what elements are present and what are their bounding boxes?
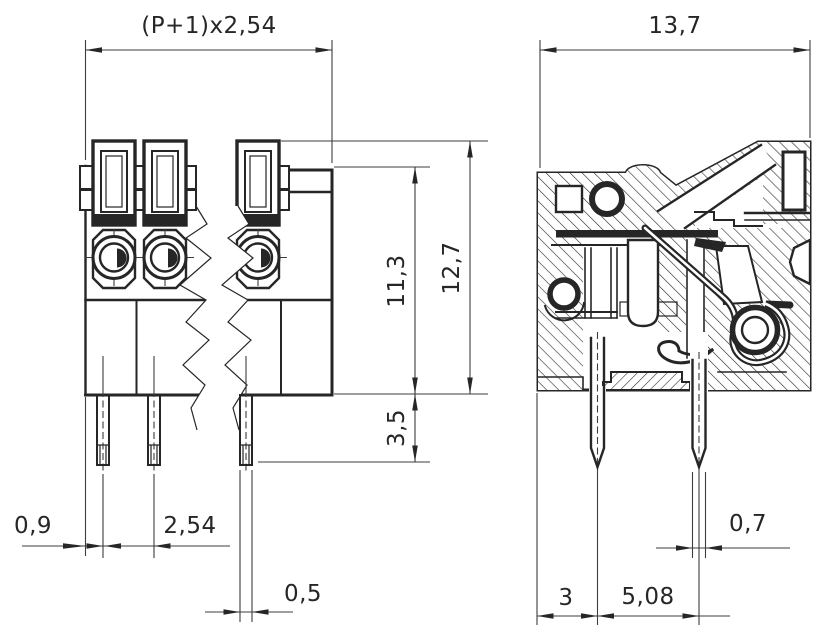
- dim-pin-length-label: 3,5: [384, 409, 410, 447]
- clamp-spring: [641, 224, 794, 367]
- front-view: [79, 139, 334, 558]
- dim-pin-width-side-label: 0,7: [729, 511, 767, 537]
- dim-body-height-label: 11,3: [384, 254, 410, 307]
- screw: [136, 228, 194, 290]
- dim-total-depth-label: 13,7: [648, 13, 701, 39]
- solder-pins-front: [96, 356, 253, 558]
- dim-side-pin-width: 0,7: [656, 511, 790, 551]
- dim-side-total-depth: 13,7: [539, 13, 811, 168]
- dim-front-pin-pitch: 2,54: [104, 513, 216, 549]
- wire-port: [91, 139, 137, 227]
- dim-pin-pitch-label: 2,54: [163, 513, 216, 539]
- pin: [147, 356, 161, 558]
- release-lever: [657, 340, 715, 365]
- wire-port: [142, 139, 188, 227]
- pin: [589, 332, 606, 625]
- pin: [239, 356, 253, 472]
- screw: [85, 228, 143, 290]
- dim-total-height-label: 12,7: [439, 241, 465, 294]
- dim-pin-row-spacing-label: 5,08: [621, 584, 674, 610]
- dim-front-edge-to-pin: 0,9: [14, 397, 230, 556]
- dim-edge-to-pin-row-label: 3: [558, 585, 573, 611]
- break-lines: [178, 205, 254, 431]
- dim-front-total-width: (P+1)x2,54: [84, 13, 333, 163]
- dim-front-pin-length: 3,5: [258, 394, 430, 463]
- dim-total-width-label: (P+1)x2,54: [141, 13, 277, 39]
- pin: [690, 332, 708, 625]
- dim-edge-to-pin-label: 0,9: [14, 513, 52, 539]
- wire-port: [235, 139, 281, 227]
- dim-front-total-height: 12,7: [281, 140, 488, 394]
- dim-side-pin-row-spacing: 5,08: [597, 584, 699, 619]
- dim-pin-width-front-label: 0,5: [284, 581, 322, 607]
- dim-front-body-height: 11,3: [334, 166, 488, 395]
- dim-front-pin-width: 0,5: [205, 470, 322, 622]
- solder-pins-side: [589, 332, 708, 625]
- dim-side-edge-to-pin-row: 3: [536, 393, 730, 625]
- wire-ports: [91, 139, 281, 227]
- screw-terminals: [85, 228, 287, 290]
- side-body-section: [536, 140, 812, 392]
- pin: [96, 356, 110, 558]
- side-view: [536, 140, 812, 625]
